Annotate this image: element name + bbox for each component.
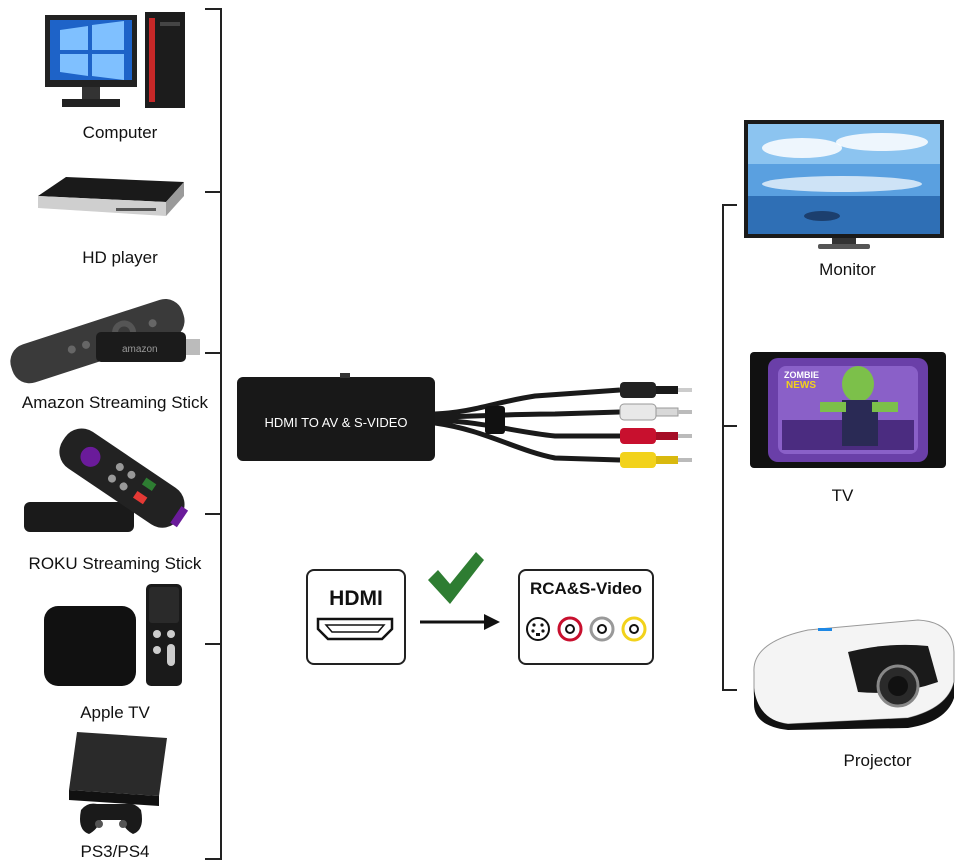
svg-text:ZOMBIE: ZOMBIE — [784, 370, 819, 380]
right-bracket-vertical — [722, 204, 724, 691]
roku-streaming-stick-label: ROKU Streaming Stick — [28, 554, 202, 573]
monitor-icon — [744, 120, 944, 249]
left-bracket-tick-roku — [205, 513, 222, 515]
cable-black — [434, 387, 621, 417]
left-bracket-tick-bottom — [205, 858, 222, 860]
left-bracket-vertical — [220, 8, 222, 860]
apple-tv-label: Apple TV — [80, 703, 150, 722]
svg-text:amazon: amazon — [122, 344, 158, 355]
hdmi-input-label: HDMI — [329, 587, 383, 610]
tv-label: TV — [831, 486, 854, 505]
roku-streaming-stick-icon — [24, 428, 189, 532]
check-mark-icon — [428, 552, 484, 604]
svg-text:NEWS: NEWS — [786, 380, 816, 391]
rca-svideo-output-label: RCA&S-Video — [529, 579, 643, 598]
rca-ports-icon — [526, 616, 647, 642]
amazon-streaming-stick-icon: amazon — [10, 298, 200, 384]
rca-white-connector — [619, 403, 692, 421]
monitor-label: Monitor — [819, 260, 876, 279]
computer-label: Computer — [82, 123, 158, 142]
rca-yellow-connector — [620, 452, 692, 468]
tv-icon: ZOMBIE NEWS — [750, 352, 946, 468]
computer-icon — [45, 12, 185, 108]
right-bracket-tick-top — [722, 204, 737, 206]
right-bracket-tick-bottom — [722, 689, 737, 691]
hd-player-icon — [38, 177, 184, 216]
left-bracket-tick-amazon — [205, 352, 222, 354]
right-bracket-tick-mid — [722, 425, 737, 427]
left-bracket-tick-apple — [205, 643, 222, 645]
hd-player-label: HD player — [82, 248, 158, 267]
apple-tv-icon — [44, 584, 182, 686]
rca-red-connector — [620, 428, 692, 444]
hdmi-input-box — [306, 569, 406, 665]
projector-icon — [753, 619, 955, 730]
hdmi-port-icon — [316, 617, 394, 641]
playstation-label: PS3/PS4 — [80, 842, 150, 861]
converter-device — [237, 373, 692, 468]
amazon-streaming-stick-label: Amazon Streaming Stick — [21, 393, 209, 412]
playstation-icon — [69, 732, 167, 834]
rca-black-connector — [620, 382, 692, 398]
arrow-right-icon — [420, 614, 500, 630]
left-bracket-tick-top — [205, 8, 222, 10]
projector-label: Projector — [843, 751, 912, 770]
left-bracket-tick-hd — [205, 191, 222, 193]
converter-label: HDMI TO AV & S-VIDEO — [264, 415, 408, 430]
cable-yellow — [434, 420, 621, 463]
